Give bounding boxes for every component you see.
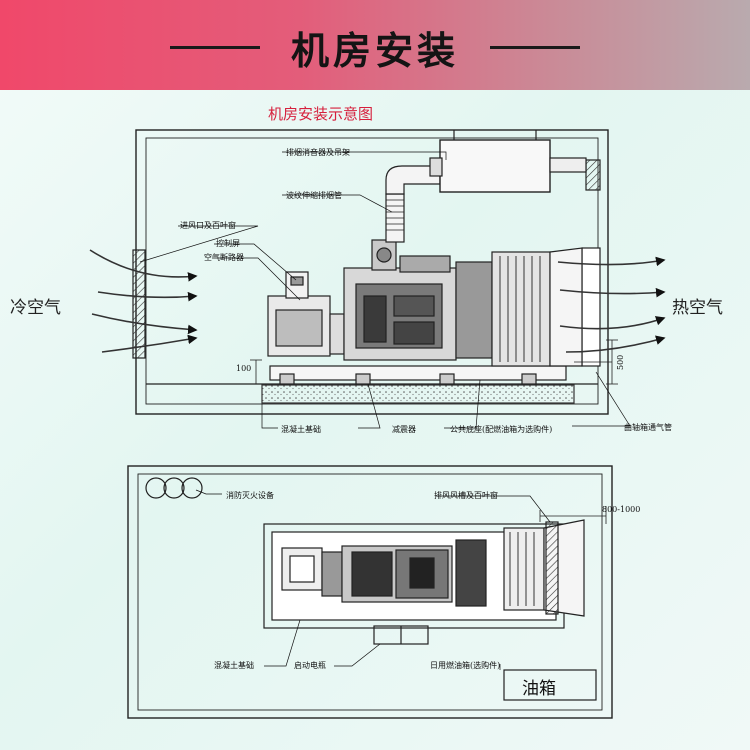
- title-left-rule: [170, 46, 260, 49]
- title-right-rule: [490, 46, 580, 49]
- label-bellows-pipe: 波纹伸缩排烟管: [286, 191, 342, 200]
- label-air-breaker: 空气断路器: [204, 253, 244, 262]
- damper: [279, 373, 537, 385]
- fuel-tank: [503, 669, 597, 701]
- label-fire-equipment: 消防灭火设备: [226, 491, 274, 500]
- label-plan-concrete-base: 混凝土基础: [214, 661, 254, 670]
- concrete-base: [261, 384, 575, 404]
- label-common-base: 公共底座(配燃油箱为选购件): [450, 425, 553, 434]
- label-exhaust-muffler: 排烟消音器及吊架: [286, 148, 350, 157]
- plan-view: [127, 465, 613, 719]
- elevation-view: [132, 129, 618, 415]
- label-fuel-tank: 油箱: [522, 679, 556, 699]
- dimension-clearance: 800-1000: [602, 505, 641, 514]
- dimension-vent-height: 500: [616, 354, 625, 370]
- label-daily-tank: 日用燃油箱(选购件): [430, 661, 501, 670]
- label-intake-louver: 进风口及百叶窗: [180, 221, 236, 230]
- label-damper: 减震器: [392, 425, 416, 434]
- label-crankcase-vent: 曲轴箱通气管: [624, 423, 672, 432]
- dimension-base-height: 100: [236, 364, 252, 373]
- airflow-arrows: [89, 249, 666, 353]
- page-title: 机房安装: [290, 29, 459, 73]
- label-start-battery: 启动电瓶: [294, 661, 326, 670]
- label-concrete-base: 混凝土基础: [281, 425, 321, 434]
- cold-air-label: 冷空气: [10, 298, 61, 318]
- hot-air-label: 热空气: [672, 298, 723, 318]
- header-banner: [0, 0, 750, 90]
- intake-louver: [132, 249, 146, 359]
- label-control-panel: 控制屏: [216, 239, 240, 248]
- elevation-leaders: [139, 151, 631, 429]
- exhaust-muffler: [439, 139, 551, 193]
- diagram-subtitle: 机房安装示意图: [268, 105, 374, 123]
- label-exhaust-louver: 排风风槽及百叶窗: [434, 491, 498, 500]
- fire-extinguisher: [145, 477, 203, 499]
- plan-leaders: [195, 489, 551, 670]
